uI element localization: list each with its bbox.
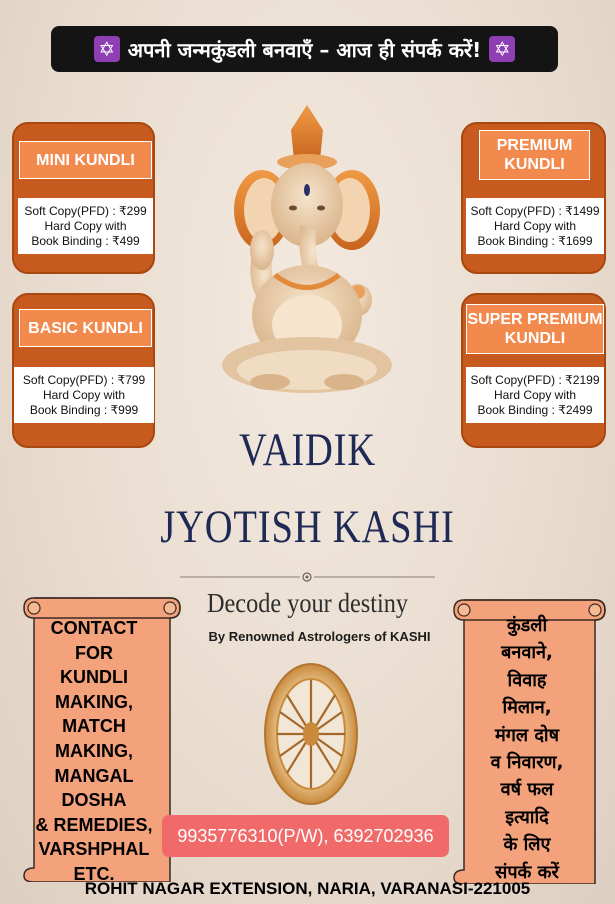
card-prices: Soft Copy(PFD) : ₹299 Hard Copy with Boo…: [18, 198, 153, 254]
scroll-line: MATCH: [62, 716, 126, 737]
scroll-line: मिलान,: [502, 697, 552, 719]
card-title-line: PREMIUM: [496, 137, 573, 154]
brand-title-line1: VAIDIK: [239, 424, 376, 476]
phone-numbers[interactable]: 9935776310(P/W), 6392702936: [162, 815, 449, 857]
right-scroll-banner: [453, 599, 606, 884]
scroll-line: कुंडली: [506, 615, 548, 636]
scroll-line: के लिए: [503, 834, 551, 856]
card-title: MINI KUNDLI: [19, 141, 152, 179]
scroll-line: व निवारण,: [490, 752, 564, 774]
card-title: PREMIUM KUNDLI: [479, 130, 590, 180]
card-prices: Soft Copy(PFD) : ₹1499 Hard Copy with Bo…: [466, 198, 604, 254]
scroll-line: VARSHPHAL: [38, 839, 150, 860]
scroll-line: DOSHA: [61, 790, 127, 811]
banner-text: अपनी जन्मकुंडली बनवाएँ – आज ही संपर्क कर…: [127, 37, 482, 62]
scroll-line: बनवाने,: [501, 642, 553, 664]
card-title: BASIC KUNDLI: [19, 309, 152, 347]
scroll-line: KUNDLI: [60, 667, 128, 688]
scroll-line: MAKING,: [55, 691, 133, 712]
card-prices: Soft Copy(PFD) : ₹799 Hard Copy with Boo…: [14, 367, 154, 423]
scroll-line: CONTACT: [50, 618, 138, 638]
top-banner: ✡ अपनी जन्मकुंडली बनवाएँ – आज ही संपर्क …: [51, 26, 558, 72]
soft-copy-price: Soft Copy(PFD) : ₹1499: [470, 203, 600, 218]
brand-title-line2: JYOTISH KASHI: [160, 501, 455, 553]
hard-copy-label: Hard Copy with: [493, 218, 577, 233]
soft-copy-price: Soft Copy(PFD) : ₹2199: [470, 372, 600, 387]
hard-copy-label: Hard Copy with: [493, 387, 577, 402]
book-binding-price: Book Binding : ₹499: [31, 233, 140, 248]
book-binding-price: Book Binding : ₹2499: [477, 402, 593, 417]
address: ROHIT NAGAR EXTENSION, NARIA, VARANASI-2…: [84, 879, 531, 898]
book-binding-price: Book Binding : ₹1699: [477, 233, 593, 248]
card-super-premium-kundli: SUPER PREMIUM KUNDLI Soft Copy(PFD) : ₹2…: [461, 293, 606, 448]
left-scroll-banner: [23, 597, 181, 882]
soft-copy-price: Soft Copy(PFD) : ₹299: [24, 203, 147, 218]
card-title-line: SUPER PREMIUM: [467, 311, 603, 328]
tagline: Decode your destiny: [206, 588, 409, 618]
card-title: SUPER PREMIUM KUNDLI: [466, 304, 604, 354]
hard-copy-label: Hard Copy with: [42, 387, 126, 402]
ganesha-illustration: [222, 105, 392, 393]
card-title-line: KUNDLI: [504, 330, 566, 347]
scroll-line: ETC.: [73, 863, 115, 884]
scroll-line: इत्यादि: [505, 806, 549, 828]
card-mini-kundli: MINI KUNDLI Soft Copy(PFD) : ₹299 Hard C…: [12, 122, 155, 274]
scroll-line: वर्ष फल: [500, 779, 554, 801]
star-of-david-icon: ✡: [489, 36, 516, 62]
scroll-line: MAKING,: [55, 740, 133, 761]
card-prices: Soft Copy(PFD) : ₹2199 Hard Copy with Bo…: [466, 367, 604, 423]
subtagline: By Renowned Astrologers of KASHI: [208, 629, 431, 644]
soft-copy-price: Soft Copy(PFD) : ₹799: [22, 372, 146, 387]
left-scroll-text: CONTACT FOR KUNDLI MAKING, MATCH MAKING,…: [34, 616, 154, 887]
hard-copy-label: Hard Copy with: [44, 218, 127, 233]
scroll-line: संपर्क करें: [495, 861, 559, 883]
scroll-line: विवाह: [507, 669, 547, 691]
scroll-line: मंगल दोष: [495, 724, 559, 746]
chariot-wheel-icon: [264, 663, 358, 805]
card-title-line: KUNDLI: [504, 156, 565, 173]
scroll-line: & REMEDIES,: [35, 814, 153, 835]
scroll-line: MANGAL: [54, 765, 134, 786]
scroll-line: FOR: [75, 642, 113, 663]
book-binding-price: Book Binding : ₹999: [29, 402, 139, 417]
ornamental-divider: [180, 572, 435, 582]
card-premium-kundli: PREMIUM KUNDLI Soft Copy(PFD) : ₹1499 Ha…: [461, 122, 606, 274]
star-of-david-icon: ✡: [93, 36, 120, 62]
card-basic-kundli: BASIC KUNDLI Soft Copy(PFD) : ₹799 Hard …: [12, 293, 155, 448]
right-scroll-text: कुंडली बनवाने, विवाह मिलान, मंगल दोष व न…: [466, 612, 588, 886]
